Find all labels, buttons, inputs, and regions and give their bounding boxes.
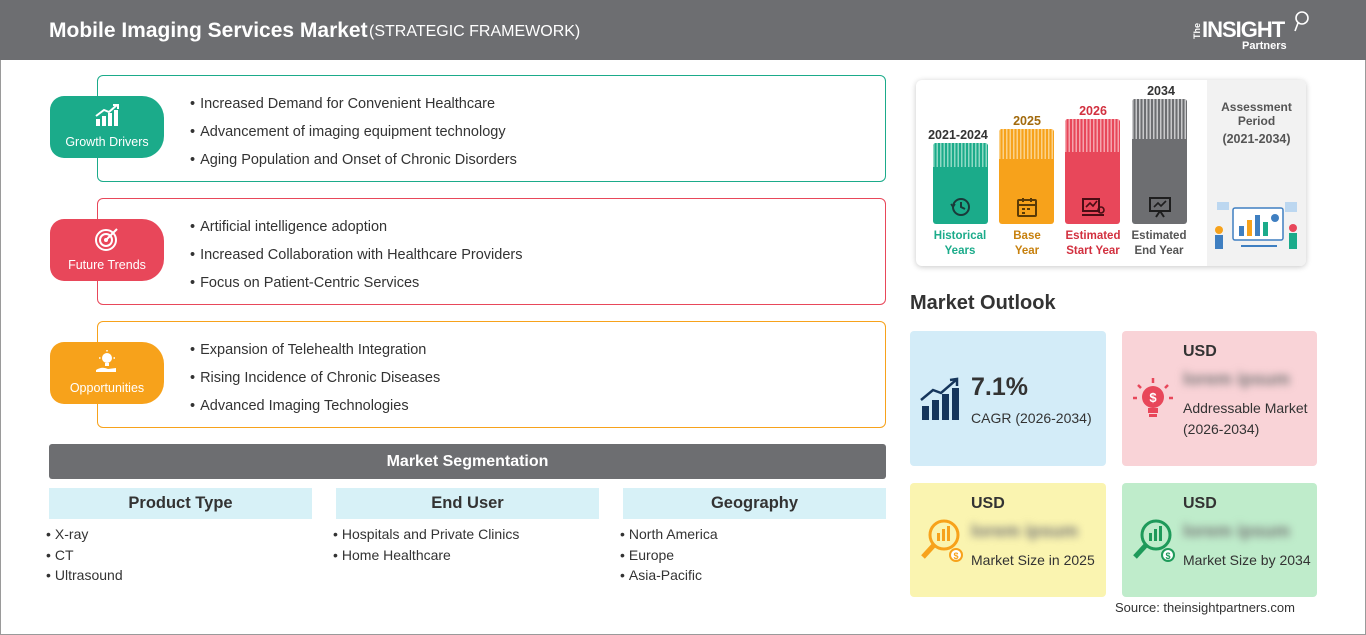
market-outlook-title: Market Outlook xyxy=(910,292,1056,314)
list-item: X-ray xyxy=(46,525,123,546)
list-item: Focus on Patient-Centric Services xyxy=(190,273,522,301)
segment-heading-geography: Geography xyxy=(623,488,886,519)
list-item: Europe xyxy=(620,546,718,567)
source-citation: Source: theinsightpartners.com xyxy=(1115,600,1295,615)
hand-lightbulb-icon xyxy=(96,350,116,372)
future-trends-badge: Future Trends xyxy=(50,219,164,281)
magnifier-chart-icon: $ xyxy=(921,519,963,562)
market-size-2034-card: USD lorem ipsum $ Market Size by 2034 xyxy=(1122,483,1317,597)
cagr-label: CAGR (2026-2034) xyxy=(971,410,1092,426)
presentation-board-icon xyxy=(1148,197,1171,218)
market-size-2025-card: USD lorem ipsum $ Market Size in 2025 xyxy=(910,483,1106,597)
list-item: Home Healthcare xyxy=(333,546,519,567)
timeline-bar-end xyxy=(1132,99,1187,224)
future-trends-list: Artificial intelligence adoption Increas… xyxy=(190,217,522,301)
list-item: Advancement of imaging equipment technol… xyxy=(190,122,517,150)
list-item: Rising Incidence of Chronic Diseases xyxy=(190,368,440,396)
list-item: Ultrasound xyxy=(46,566,123,587)
growth-drivers-panel: Increased Demand for Convenient Healthca… xyxy=(97,75,886,182)
header-bar: Mobile Imaging Services Market (STRATEGI… xyxy=(0,0,1366,60)
segment-heading-end-user: End User xyxy=(336,488,599,519)
list-item: Expansion of Telehealth Integration xyxy=(190,340,440,368)
size2034-value: lorem ipsum xyxy=(1183,521,1291,541)
growth-chart-icon xyxy=(95,104,119,126)
timeline-bar-base xyxy=(999,129,1054,224)
assessment-title: Assessment xyxy=(1221,100,1292,114)
size2034-desc: Market Size by 2034 xyxy=(1183,552,1311,568)
list-item: Increased Collaboration with Healthcare … xyxy=(190,245,522,273)
timeline-year-end: 2034 xyxy=(1147,84,1175,98)
page-title: Mobile Imaging Services Market xyxy=(49,19,368,42)
addressable-desc: Addressable Market (2026-2034) xyxy=(1183,400,1308,437)
addressable-value: lorem ipsum xyxy=(1183,369,1291,389)
timeline-year-base: 2025 xyxy=(1013,114,1041,128)
list-item: Advanced Imaging Technologies xyxy=(190,396,440,424)
list-item: Artificial intelligence adoption xyxy=(190,217,522,245)
segment-list-geography: North America Europe Asia-Pacific xyxy=(620,525,718,587)
growth-drivers-list: Increased Demand for Convenient Healthca… xyxy=(190,94,517,178)
history-clock-icon xyxy=(949,198,970,216)
monitor-chart-icon xyxy=(1081,198,1105,216)
insight-partners-logo: The INSIGHT Partners xyxy=(1192,9,1312,55)
growth-drivers-badge: Growth Drivers xyxy=(50,96,164,158)
addressable-market-card: USD lorem ipsum $ Addressable Market (20… xyxy=(1122,331,1317,466)
size2025-value: lorem ipsum xyxy=(971,521,1079,541)
size2034-usd: USD xyxy=(1183,495,1217,512)
list-item: Increased Demand for Convenient Healthca… xyxy=(190,94,517,122)
magnifier-chart-icon: $ xyxy=(1133,519,1175,562)
list-item: Asia-Pacific xyxy=(620,566,718,587)
segment-heading-product-type: Product Type xyxy=(49,488,312,519)
svg-text:$: $ xyxy=(1165,551,1170,561)
calendar-icon xyxy=(1016,198,1037,217)
opportunities-list: Expansion of Telehealth Integration Risi… xyxy=(190,340,440,424)
timeline-year-historical: 2021-2024 xyxy=(928,128,988,142)
page-subtitle: (STRATEGIC FRAMEWORK) xyxy=(369,23,581,40)
size2025-usd: USD xyxy=(971,495,1005,512)
timeline-bar-historical xyxy=(933,143,988,224)
target-icon xyxy=(95,228,118,251)
opportunities-badge: Opportunities xyxy=(50,342,164,404)
assessment-title-2: Period xyxy=(1237,114,1276,128)
svg-text:$: $ xyxy=(1149,390,1157,405)
future-trends-panel: Artificial intelligence adoption Increas… xyxy=(97,198,886,305)
addressable-usd: USD xyxy=(1183,343,1217,360)
growth-bar-chart-icon xyxy=(920,377,959,420)
assessment-period-value: (2021-2034) xyxy=(1222,132,1291,146)
svg-text:$: $ xyxy=(953,551,958,561)
size2025-desc: Market Size in 2025 xyxy=(971,552,1095,568)
cagr-value: 7.1% xyxy=(971,373,1028,401)
list-item: Hospitals and Private Clinics xyxy=(333,525,519,546)
timeline-year-start: 2026 xyxy=(1079,104,1107,118)
cagr-card: 7.1% CAGR (2026-2034) xyxy=(910,331,1106,466)
list-item: Aging Population and Onset of Chronic Di… xyxy=(190,150,517,178)
market-segmentation-header: Market Segmentation xyxy=(49,444,886,479)
list-item: CT xyxy=(46,546,123,567)
segment-list-product-type: X-ray CT Ultrasound xyxy=(46,525,123,587)
segment-list-end-user: Hospitals and Private Clinics Home Healt… xyxy=(333,525,519,566)
list-item: North America xyxy=(620,525,718,546)
timeline-bar-start xyxy=(1065,119,1120,224)
lightbulb-dollar-icon: $ xyxy=(1133,378,1173,417)
analytics-illustration-icon xyxy=(1215,202,1297,249)
opportunities-panel: Expansion of Telehealth Integration Risi… xyxy=(97,321,886,428)
